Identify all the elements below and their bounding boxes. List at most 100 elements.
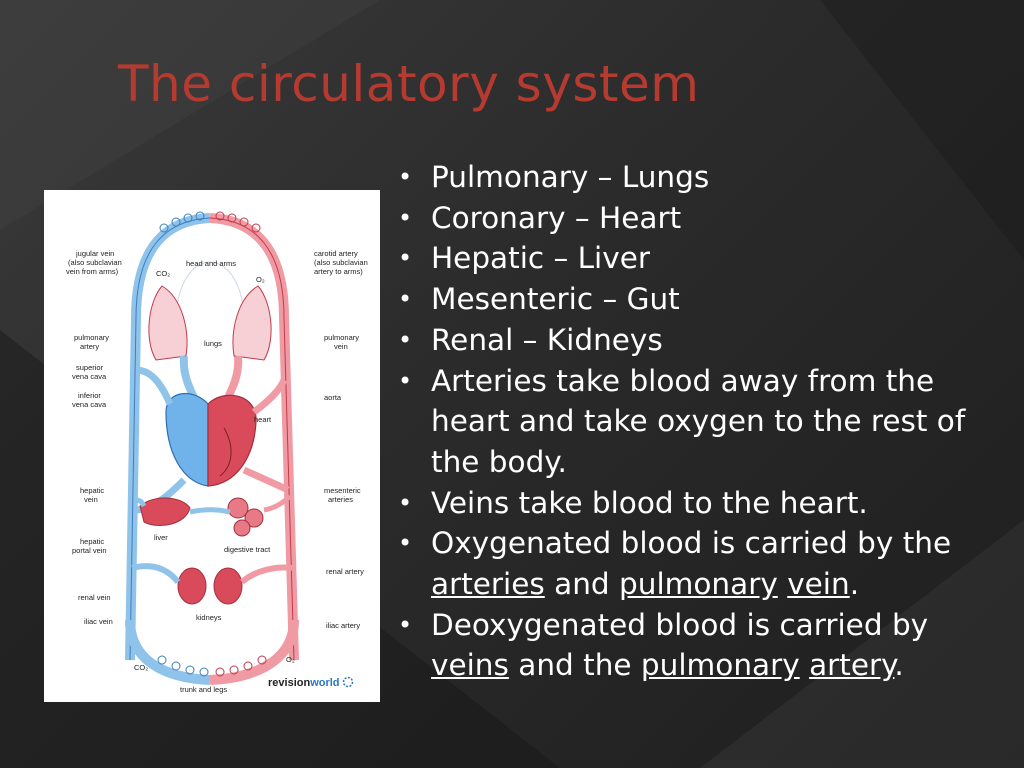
label-mesenteric-1: mesenteric — [324, 486, 361, 495]
bullet-text: and the — [508, 648, 641, 683]
svg-text:iliac artery: iliac artery — [326, 621, 360, 630]
svg-text:vein: vein — [334, 342, 348, 351]
logo-text-world: world — [309, 677, 339, 689]
revisionworld-logo: revisionworld — [268, 676, 354, 689]
bullet-text: Hepatic – Liver — [431, 241, 650, 276]
diagram-labels: jugular vein (also subclavian vein from … — [66, 249, 368, 694]
bullet-item: Pulmonary – Lungs — [396, 157, 991, 198]
svg-text:CO₂: CO₂ — [134, 663, 148, 672]
bullet-item: Oxygenated blood is carried by the arter… — [396, 523, 991, 604]
label-hepatic-vein-2: vein — [84, 495, 98, 504]
label-renal-artery: renal artery — [326, 567, 364, 576]
label-head-arms: head and arms — [186, 259, 236, 268]
svg-text:hepatic: hepatic — [80, 537, 104, 546]
bullet-text: Oxygenated blood is carried by the — [431, 526, 952, 561]
lungs — [148, 285, 272, 361]
svg-text:O₂: O₂ — [256, 275, 265, 284]
svg-text:jugular vein: jugular vein — [75, 249, 114, 258]
bullet-item: Veins take blood to the heart. — [396, 483, 991, 524]
label-carotid-2: (also subclavian — [314, 258, 368, 267]
link-arteries[interactable]: arteries — [431, 567, 545, 602]
bullet-text: Renal – Kidneys — [431, 322, 663, 357]
bullet-text: Arteries take blood away from the heart … — [431, 363, 966, 479]
svg-text:aorta: aorta — [324, 393, 342, 402]
label-lungs: lungs — [204, 339, 222, 348]
label-jugular-1: jugular vein — [75, 249, 114, 258]
svg-text:hepatic: hepatic — [80, 486, 104, 495]
link-artery[interactable]: artery — [809, 648, 895, 683]
label-trunk-legs: trunk and legs — [180, 685, 227, 694]
svg-text:vein: vein — [84, 495, 98, 504]
bullet-text: Deoxygenated blood is carried by — [431, 607, 929, 642]
bullet-text: Mesenteric – Gut — [431, 282, 680, 317]
bullet-item: Deoxygenated blood is carried by veins a… — [396, 605, 991, 686]
svg-text:mesenteric: mesenteric — [324, 486, 361, 495]
label-pulmonary-artery-2: artery — [80, 342, 99, 351]
svg-text:pulmonary: pulmonary — [74, 333, 109, 342]
label-pulmonary-artery-1: pulmonary — [74, 333, 109, 342]
svg-text:heart: heart — [254, 415, 272, 424]
label-co2-top: CO₂ — [156, 269, 170, 278]
bullet-text: Veins take blood to the heart. — [431, 485, 868, 520]
bullet-list: Pulmonary – Lungs Coronary – Heart Hepat… — [396, 157, 996, 686]
label-digestive: digestive tract — [224, 545, 271, 554]
bullet-item: Mesenteric – Gut — [396, 279, 991, 320]
label-mesenteric-2: arteries — [328, 495, 353, 504]
label-aorta: aorta — [324, 393, 342, 402]
label-pulmonary-vein-2: vein — [334, 342, 348, 351]
svg-text:liver: liver — [154, 533, 168, 542]
svg-text:arteries: arteries — [328, 495, 353, 504]
label-hepatic-vein-1: hepatic — [80, 486, 104, 495]
label-pulmonary-vein-1: pulmonary — [324, 333, 359, 342]
svg-text:head and arms: head and arms — [186, 259, 236, 268]
bullet-text: Coronary – Heart — [431, 200, 682, 235]
link-vein[interactable]: vein — [787, 567, 850, 602]
label-hepatic-portal-2: portal vein — [72, 546, 107, 555]
label-inferior-vc-2: vena cava — [72, 400, 107, 409]
label-jugular-3: vein from arms) — [66, 267, 119, 276]
link-veins[interactable]: veins — [431, 648, 509, 683]
kidneys — [177, 567, 243, 605]
legs-artery-loop — [209, 619, 299, 685]
bullet-text: Pulmonary – Lungs — [431, 160, 710, 194]
label-hepatic-portal-1: hepatic — [80, 537, 104, 546]
svg-text:kidneys: kidneys — [196, 613, 222, 622]
svg-text:O₂: O₂ — [286, 655, 295, 664]
label-o2-top: O₂ — [256, 275, 265, 284]
bullet-text — [778, 567, 787, 601]
svg-text:digestive tract: digestive tract — [224, 545, 271, 554]
svg-text:(also subclavian: (also subclavian — [68, 258, 122, 267]
label-jugular-2: (also subclavian — [68, 258, 122, 267]
link-pulmonary[interactable]: pulmonary — [640, 648, 800, 683]
label-renal-vein: renal vein — [78, 593, 111, 602]
bullet-item: Arteries take blood away from the heart … — [396, 361, 991, 483]
link-pulmonary[interactable]: pulmonary — [619, 567, 778, 602]
bullet-item: Renal – Kidneys — [396, 320, 991, 361]
svg-text:(also subclavian: (also subclavian — [314, 258, 368, 267]
svg-text:superior: superior — [76, 363, 104, 372]
svg-text:vena cava: vena cava — [72, 372, 107, 381]
bullet-text: . — [894, 648, 904, 683]
circulatory-diagram: jugular vein (also subclavian vein from … — [44, 190, 380, 702]
svg-text:portal vein: portal vein — [72, 546, 107, 555]
svg-text:renal vein: renal vein — [78, 593, 111, 602]
svg-text:CO₂: CO₂ — [156, 269, 170, 278]
svg-text:vena cava: vena cava — [72, 400, 107, 409]
svg-text:carotid artery: carotid artery — [314, 249, 358, 258]
svg-text:artery to arms): artery to arms) — [314, 267, 363, 276]
label-co2-bottom: CO₂ — [134, 663, 148, 672]
svg-text:vein from arms): vein from arms) — [66, 267, 119, 276]
label-kidneys: kidneys — [196, 613, 222, 622]
bullet-item: Coronary – Heart — [396, 198, 991, 239]
label-iliac-vein: iliac vein — [84, 617, 113, 626]
svg-text:artery: artery — [80, 342, 99, 351]
svg-text:iliac vein: iliac vein — [84, 617, 113, 626]
label-o2-bottom: O₂ — [286, 655, 295, 664]
svg-text:inferior: inferior — [78, 391, 101, 400]
legs-vein-loop — [125, 619, 211, 685]
liver — [139, 497, 191, 526]
bullet-text: . — [849, 567, 860, 602]
bullet-item: Hepatic – Liver — [396, 238, 991, 279]
label-superior-vc-2: vena cava — [72, 372, 107, 381]
legs-capillaries — [157, 655, 267, 677]
